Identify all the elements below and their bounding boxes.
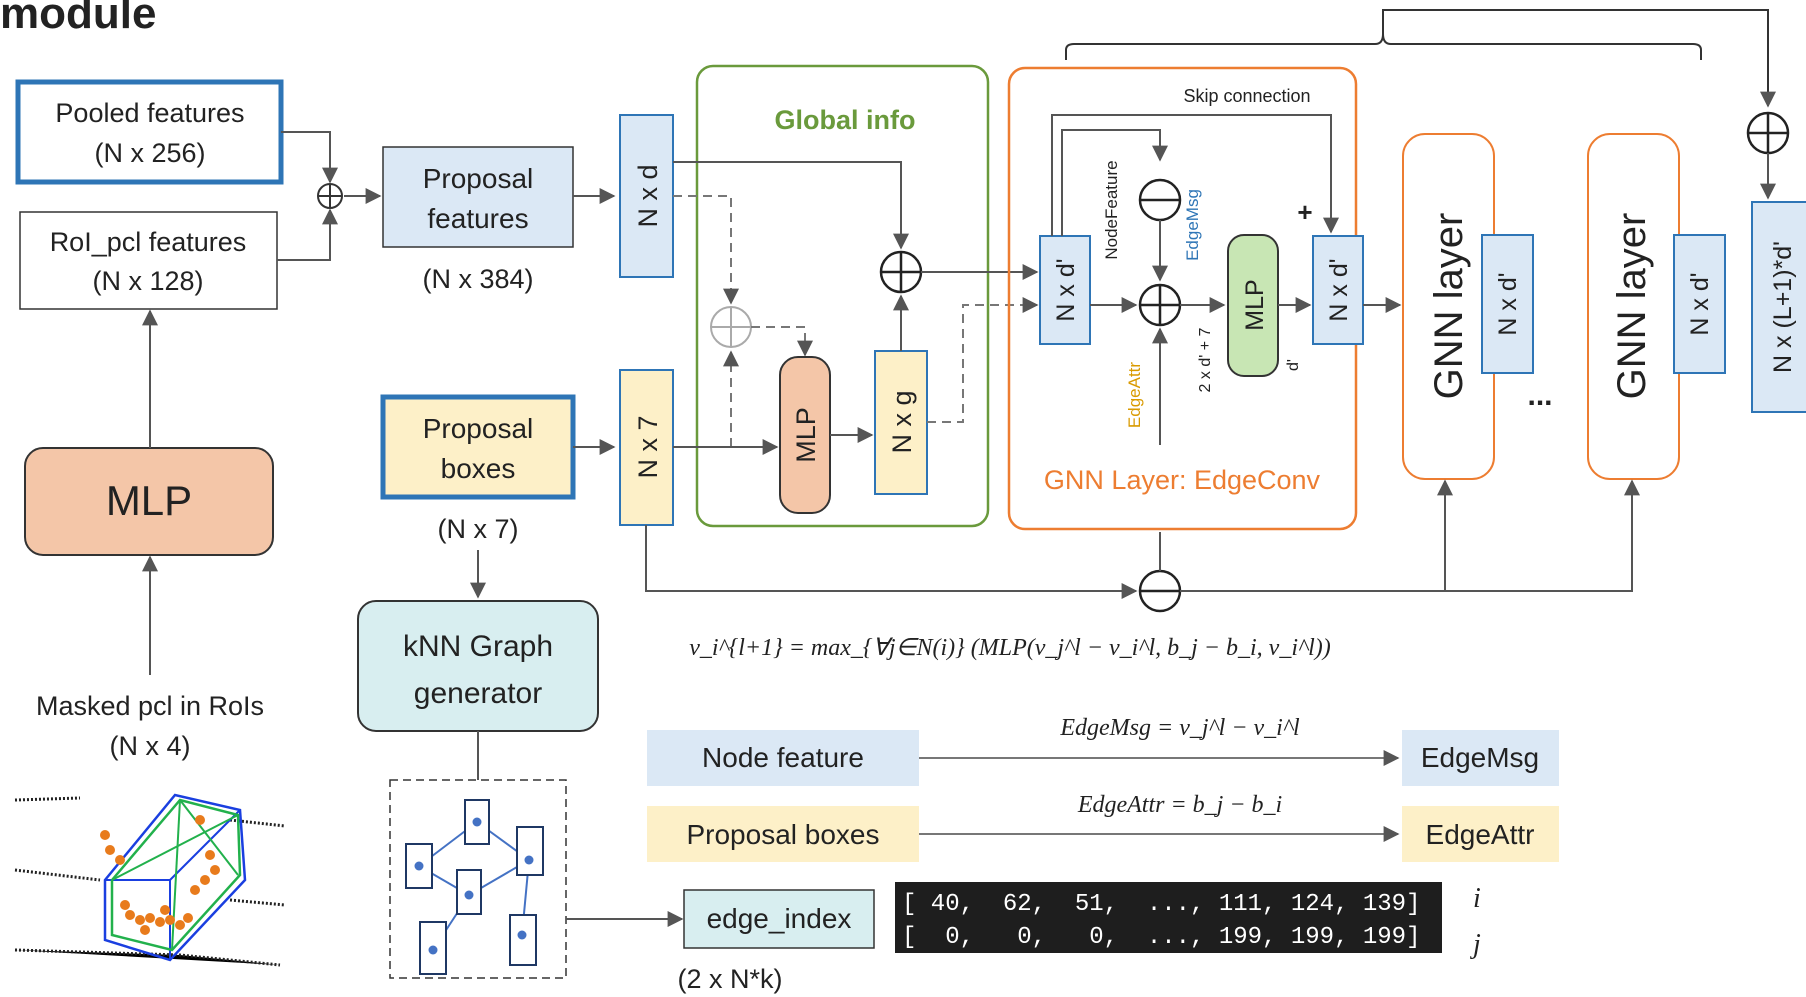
- concat-plus-icon: [317, 183, 343, 209]
- gnn-layer-2-tensor-label: N x d': [1494, 272, 1522, 335]
- node-feature-label: NodeFeature: [1102, 160, 1121, 259]
- legend-edgeattr: EdgeAttr: [1402, 806, 1559, 862]
- gnn-layer-l-tensor: N x d': [1673, 234, 1726, 374]
- global-concat-plus-icon: [710, 306, 752, 348]
- legend-edgemsg-label: EdgeMsg: [1421, 742, 1539, 773]
- legend-node-feature: Node feature: [647, 730, 919, 786]
- edgeconv-formula: v_i^{l+1} = max_{∀j∈N(i)} (MLP(v_j^l − v…: [689, 635, 1331, 661]
- proposal-boxes-line2: boxes: [441, 453, 516, 484]
- edge-index-row-i: [ 40, 62, 51, ..., 111, 124, 139]: [902, 891, 1420, 918]
- tensor-nxd-label: N x d: [633, 164, 663, 227]
- page-title: module: [0, 0, 156, 38]
- global-mlp-box: MLP: [779, 356, 831, 514]
- gnn-output-tensor-label: N x d': [1325, 258, 1353, 321]
- legend-node-feature-label: Node feature: [702, 742, 864, 773]
- proposal-boxes-dim: (N x 7): [438, 514, 519, 544]
- global-sum-plus-icon: [879, 250, 923, 294]
- legend-edgeattr-label: EdgeAttr: [1426, 819, 1535, 850]
- gnn-layer-2-label: GNN layer: [1427, 213, 1471, 400]
- gnn-edgeconv-title: GNN Layer: EdgeConv: [1044, 465, 1321, 495]
- tensor-nx7-label: N x 7: [633, 415, 663, 478]
- tensor-nxg-label: N x g: [887, 390, 917, 453]
- edgeconv-mlp-label: MLP: [1241, 279, 1269, 330]
- pooled-features-dim: (N x 256): [94, 138, 205, 168]
- masked-pcl-label: Masked pcl in RoIs: [36, 691, 264, 721]
- output-tensor-label: N x (L+1)*d': [1769, 241, 1797, 373]
- edge-index-dim: (2 x N*k): [677, 964, 782, 994]
- knn-generator-box: kNN Graph generator: [357, 600, 599, 732]
- edgeattr-minus-icon: [1138, 569, 1182, 613]
- edgeconv-mlp-box: MLP: [1227, 234, 1279, 377]
- roi-pcl-features-box: RoI_pcl features (N x 128): [19, 211, 278, 310]
- point-cloud-image: [14, 793, 286, 967]
- knn-graph-image: [389, 779, 567, 979]
- layers-brace: [1065, 33, 1702, 60]
- tensor-nx7: N x 7: [619, 369, 674, 526]
- pooled-features-box: Pooled features (N x 256): [15, 79, 284, 185]
- mlp-encoder-label: MLP: [106, 477, 192, 524]
- edge-index-box: edge_index: [683, 889, 875, 949]
- roi-pcl-features-label: RoI_pcl features: [50, 227, 247, 257]
- mlp-encoder-box: MLP: [24, 447, 274, 556]
- gnn-input-tensor-label: N x d': [1052, 258, 1080, 321]
- gnn-input-tensor: N x d': [1039, 235, 1091, 345]
- edge-index-label: edge_index: [707, 903, 852, 934]
- tensor-nxg: N x g: [874, 350, 928, 495]
- edgeconv-concat-plus-icon: [1138, 283, 1182, 327]
- proposal-features-line1: Proposal: [423, 163, 534, 194]
- mlp-output-dim-label: d': [1285, 359, 1302, 371]
- edge-attr-label: EdgeAttr: [1125, 362, 1144, 428]
- gnn-output-tensor: N x d': [1312, 235, 1364, 345]
- skip-connection-label: Skip connection: [1183, 86, 1310, 106]
- gnn-layer-2-tensor: N x d': [1481, 234, 1534, 374]
- mlp-input-dim-label: 2 x d' + 7: [1197, 327, 1214, 392]
- edge-index-i-label: i: [1473, 883, 1481, 914]
- edge-index-tensor-display: [ 40, 62, 51, ..., 111, 124, 139] [ 0, 0…: [895, 882, 1442, 953]
- legend-edgeattr-formula: EdgeAttr = b_j − b_i: [1077, 792, 1282, 818]
- gnn-layer-l: GNN layer: [1587, 133, 1680, 480]
- edge-index-row-j: [ 0, 0, 0, ..., 199, 199, 199]: [902, 924, 1420, 951]
- roi-pcl-features-dim: (N x 128): [92, 266, 203, 296]
- knn-line2: generator: [414, 677, 542, 710]
- legend-proposal-boxes: Proposal boxes: [647, 806, 919, 862]
- edge-msg-label: EdgeMsg: [1183, 189, 1202, 261]
- proposal-features-line2: features: [427, 203, 528, 234]
- global-info-panel: [695, 64, 990, 528]
- masked-pcl-dim: (N x 4): [110, 731, 191, 761]
- output-tensor: N x (L+1)*d': [1751, 201, 1806, 413]
- edge-index-j-label: j: [1470, 929, 1481, 960]
- legend-edgemsg-formula: EdgeMsg = v_j^l − v_i^l: [1059, 715, 1300, 741]
- global-info-title: Global info: [775, 105, 916, 135]
- edgemsg-minus-icon: [1138, 178, 1182, 222]
- gnn-ellipsis: ...: [1527, 379, 1552, 412]
- knn-line1: kNN Graph: [403, 630, 553, 663]
- gnn-layer-l-label: GNN layer: [1610, 213, 1654, 400]
- legend-proposal-boxes-label: Proposal boxes: [686, 819, 879, 850]
- tensor-nxd: N x d: [619, 114, 674, 278]
- gnn-layer-l-tensor-label: N x d': [1686, 272, 1714, 335]
- proposal-boxes-box: Proposal boxes: [380, 394, 576, 500]
- proposal-features-dim: (N x 384): [422, 264, 533, 294]
- proposal-features-box: Proposal features: [382, 146, 574, 248]
- legend-edgemsg: EdgeMsg: [1402, 730, 1559, 786]
- pooled-features-label: Pooled features: [55, 98, 244, 128]
- proposal-boxes-line1: Proposal: [423, 413, 534, 444]
- final-concat-plus-icon: [1746, 111, 1790, 155]
- global-mlp-label: MLP: [791, 407, 821, 463]
- skip-plus-label: +: [1297, 197, 1312, 227]
- gnn-layer-2: GNN layer: [1402, 133, 1495, 480]
